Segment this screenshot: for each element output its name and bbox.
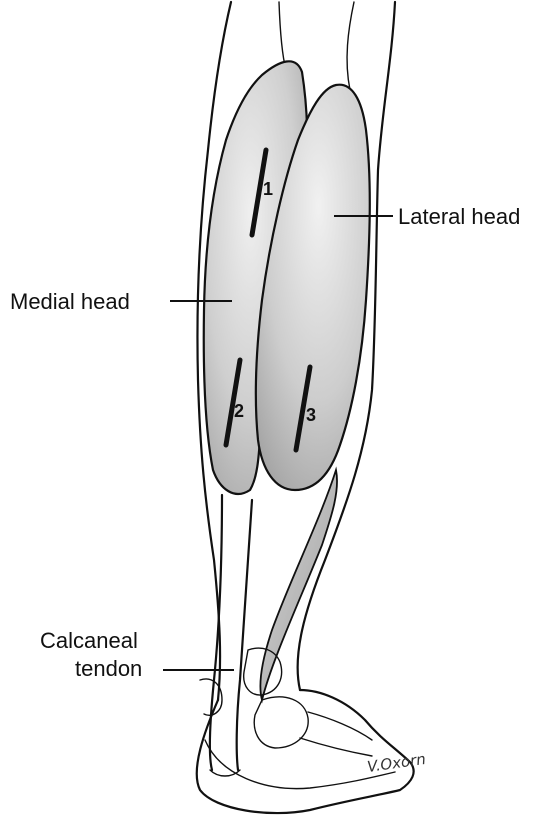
lateral-head-label: Lateral head — [398, 204, 520, 229]
incision-number-1: 1 — [263, 179, 273, 199]
artist-signature: V.Oxorn — [366, 750, 427, 776]
soleus-strip — [260, 470, 337, 700]
incision-number-3: 3 — [306, 405, 316, 425]
inner-thigh-line — [279, 2, 286, 70]
tarsal-lines — [300, 712, 372, 756]
medial-head-label: Medial head — [10, 289, 130, 314]
tendon-right-edge — [237, 500, 252, 770]
calcaneus-bone — [254, 697, 308, 748]
calcaneal-tendon-callout: Calcaneal tendon — [40, 628, 234, 681]
calcaneal-tendon-label-line2: tendon — [75, 656, 142, 681]
tendon-base — [210, 770, 240, 776]
incision-number-2: 2 — [234, 401, 244, 421]
calcaneal-tendon — [210, 495, 252, 776]
inner-thigh-line-2 — [347, 2, 354, 90]
calcaneal-tendon-label-line1: Calcaneal — [40, 628, 138, 653]
foot-bones — [200, 648, 372, 756]
